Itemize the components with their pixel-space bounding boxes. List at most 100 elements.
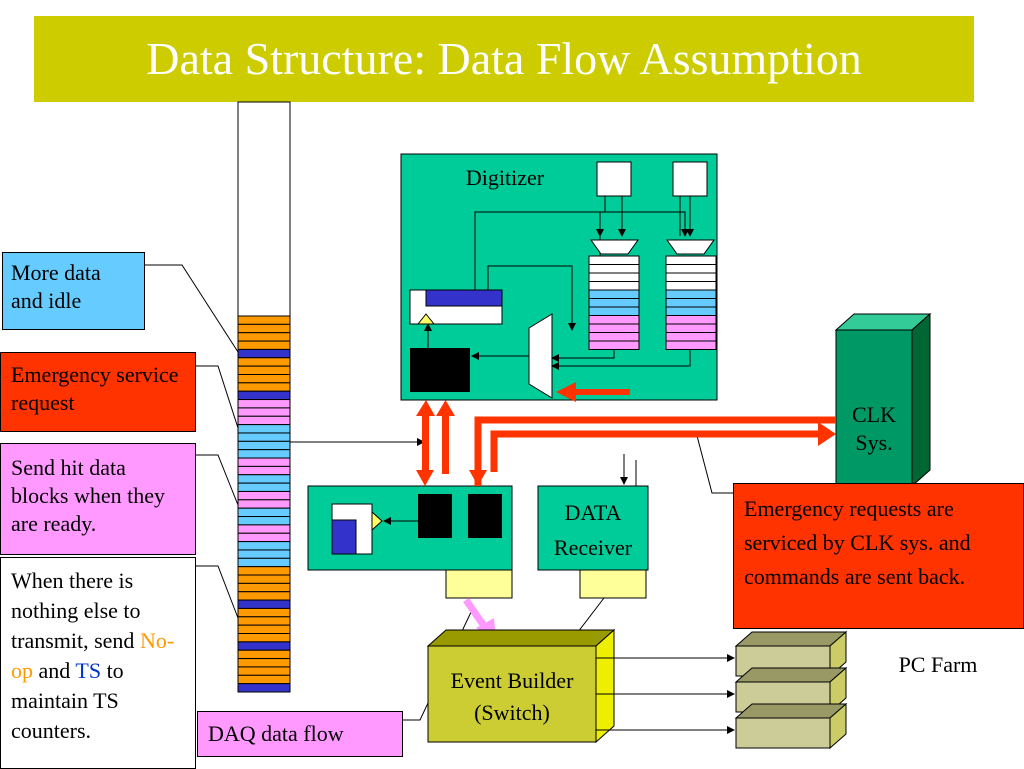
interface-board: [307, 485, 513, 599]
clk-label-1: CLK: [852, 402, 896, 427]
stream-band: [237, 407, 291, 417]
callout-clk-requests: Emergency requests are serviced by CLK s…: [733, 483, 1024, 629]
stream-band: [237, 332, 291, 342]
callout-emergency-request: Emergency service request: [0, 352, 196, 432]
data-receiver-label-1: DATA: [564, 500, 622, 525]
stream-band: [237, 607, 291, 618]
stream-band: [237, 449, 291, 459]
title-bar: Data Structure: Data Flow Assumption: [34, 16, 974, 102]
callout-more-data: More data and idle: [2, 252, 145, 330]
stream-band: [237, 482, 291, 492]
callout-daq-data-flow: DAQ data flow: [197, 711, 403, 757]
stream-band: [237, 616, 291, 626]
event-builder: [426, 628, 616, 744]
stream-band: [237, 541, 291, 551]
fifo-cell: [665, 272, 717, 282]
stream-band: [237, 340, 291, 350]
stream-band: [237, 415, 291, 426]
fifo-cell: [665, 332, 717, 342]
stream-band: [237, 382, 291, 392]
stream-band: [237, 465, 291, 476]
stream-band: [237, 683, 291, 693]
fifo-cell: [588, 340, 640, 350]
stream-band: [237, 532, 291, 543]
fifo-cell: [588, 306, 640, 316]
data-stream-column: [237, 101, 291, 693]
stream-band: [237, 524, 291, 534]
ts-word: TS: [75, 658, 102, 683]
page-title: Data Structure: Data Flow Assumption: [146, 33, 862, 84]
fifo-cell: [588, 281, 640, 291]
noop-and: and: [38, 658, 71, 683]
clk-label-2: Sys.: [855, 430, 893, 455]
stream-band: [237, 440, 291, 451]
event-builder-label-2: (Switch): [474, 700, 550, 725]
stream-band: [237, 666, 291, 676]
stream-band: [237, 674, 291, 685]
callout-send-hit-data: Send hit data blocks when they are ready…: [0, 443, 196, 555]
pc-top: [734, 631, 848, 647]
stream-band: [237, 323, 291, 334]
stream-band: [237, 507, 291, 518]
stream-band: [237, 373, 291, 384]
fifo-cell: [665, 323, 717, 333]
stream-band: [237, 658, 291, 668]
fifo-cell: [665, 340, 717, 350]
stream-band: [237, 599, 291, 609]
stream-band: [237, 357, 291, 367]
fifo-cell: [588, 298, 640, 308]
stream-band: [237, 574, 291, 584]
stream-band: [237, 457, 291, 467]
data-receiver: [537, 454, 649, 646]
stream-band: [237, 390, 291, 401]
fifo-cell: [665, 306, 717, 316]
stream-band: [237, 315, 291, 325]
fifo-cell: [665, 289, 717, 299]
fifo-cell: [665, 255, 717, 265]
event-builder-label-1: Event Builder: [450, 668, 574, 693]
orange-link-arrows: [416, 400, 836, 486]
fifo-cell: [665, 264, 717, 274]
fifo-cell: [588, 255, 640, 265]
pc-node: [735, 717, 831, 749]
fifo-cell: [588, 272, 640, 282]
stream-band: [237, 365, 291, 375]
noop-word: No-op: [11, 628, 175, 683]
fifo-cell: [588, 323, 640, 333]
data-receiver-label-2: Receiver: [553, 535, 633, 560]
stream-band: [237, 490, 291, 501]
fifo-cell: [665, 281, 717, 291]
digitizer-board: [400, 153, 718, 402]
clk-system: [834, 312, 932, 488]
stream-band: [237, 516, 291, 526]
stream-band: [237, 432, 291, 442]
stream-band: [237, 499, 291, 509]
fifo-cell: [588, 332, 640, 342]
fifo-cell: [588, 264, 640, 274]
fifo-cell: [665, 315, 717, 325]
pc-farm: [596, 630, 848, 750]
stream-band: [237, 348, 291, 359]
digitizer-label: Digitizer: [465, 165, 545, 190]
stream-band: [237, 566, 291, 576]
fifo-cell: [588, 315, 640, 325]
callout-noop: When there is nothing else to transmit, …: [0, 557, 196, 769]
stream-band: [237, 557, 291, 568]
pc-top: [734, 703, 848, 719]
stream-band: [237, 641, 291, 651]
callout-lines: [145, 264, 733, 721]
stream-band: [237, 474, 291, 484]
stream-band: [237, 624, 291, 635]
stream-band: [237, 633, 291, 643]
fifo-cell: [588, 289, 640, 299]
pc-farm-label: PC Farm: [898, 652, 978, 677]
noop-text-1: When there is nothing else to transmit, …: [11, 568, 141, 653]
stream-band: [237, 399, 291, 409]
fifo-cell: [665, 298, 717, 308]
stream-band: [237, 549, 291, 559]
pc-top: [734, 667, 848, 683]
stream-band: [237, 424, 291, 434]
stream-band: [237, 649, 291, 660]
noop-text-2: to maintain TS counters.: [11, 658, 124, 743]
